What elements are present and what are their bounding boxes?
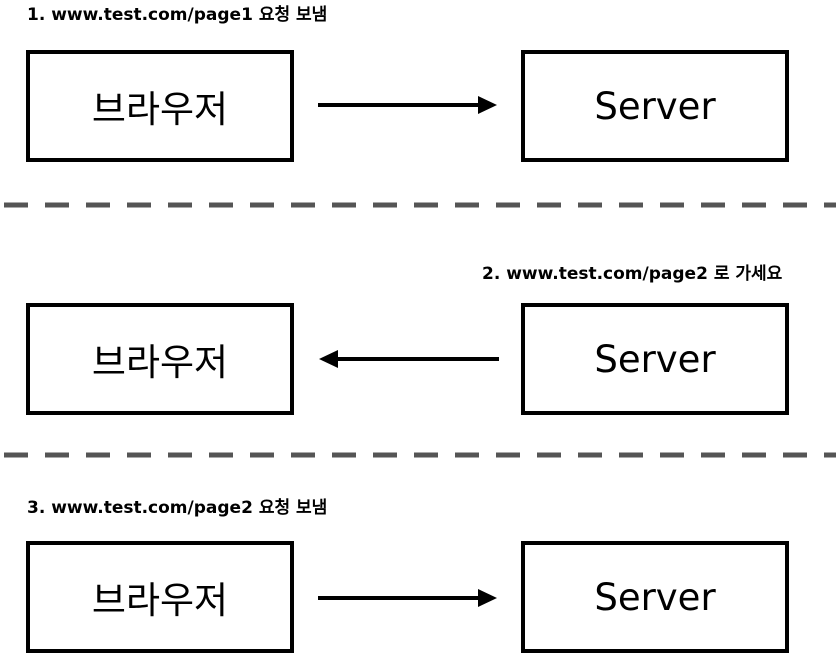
- step-1-label: 1. www.test.com/page1 요청 보냄: [27, 5, 328, 25]
- server-box-2-text: Server: [594, 337, 716, 381]
- browser-box-1: 브라우저: [26, 50, 294, 162]
- browser-box-3: 브라우저: [26, 541, 294, 653]
- browser-box-2-text: 브라우저: [91, 341, 229, 384]
- step-2-label: 2. www.test.com/page2 로 가세요: [482, 264, 783, 284]
- browser-box-3-text: 브라우저: [91, 579, 229, 622]
- request-arrow-3: [318, 589, 497, 607]
- divider-2: [4, 452, 836, 458]
- divider-1: [4, 202, 836, 208]
- server-box-1-text: Server: [594, 84, 716, 128]
- server-box-3: Server: [521, 541, 789, 653]
- redirect-arrow-2: [319, 350, 499, 368]
- server-box-2: Server: [521, 303, 789, 415]
- request-arrow-1: [318, 96, 497, 114]
- step-3-label: 3. www.test.com/page2 요청 보냄: [27, 498, 328, 518]
- browser-box-1-text: 브라우저: [91, 88, 229, 131]
- browser-box-2: 브라우저: [26, 303, 294, 415]
- server-box-1: Server: [521, 50, 789, 162]
- server-box-3-text: Server: [594, 575, 716, 619]
